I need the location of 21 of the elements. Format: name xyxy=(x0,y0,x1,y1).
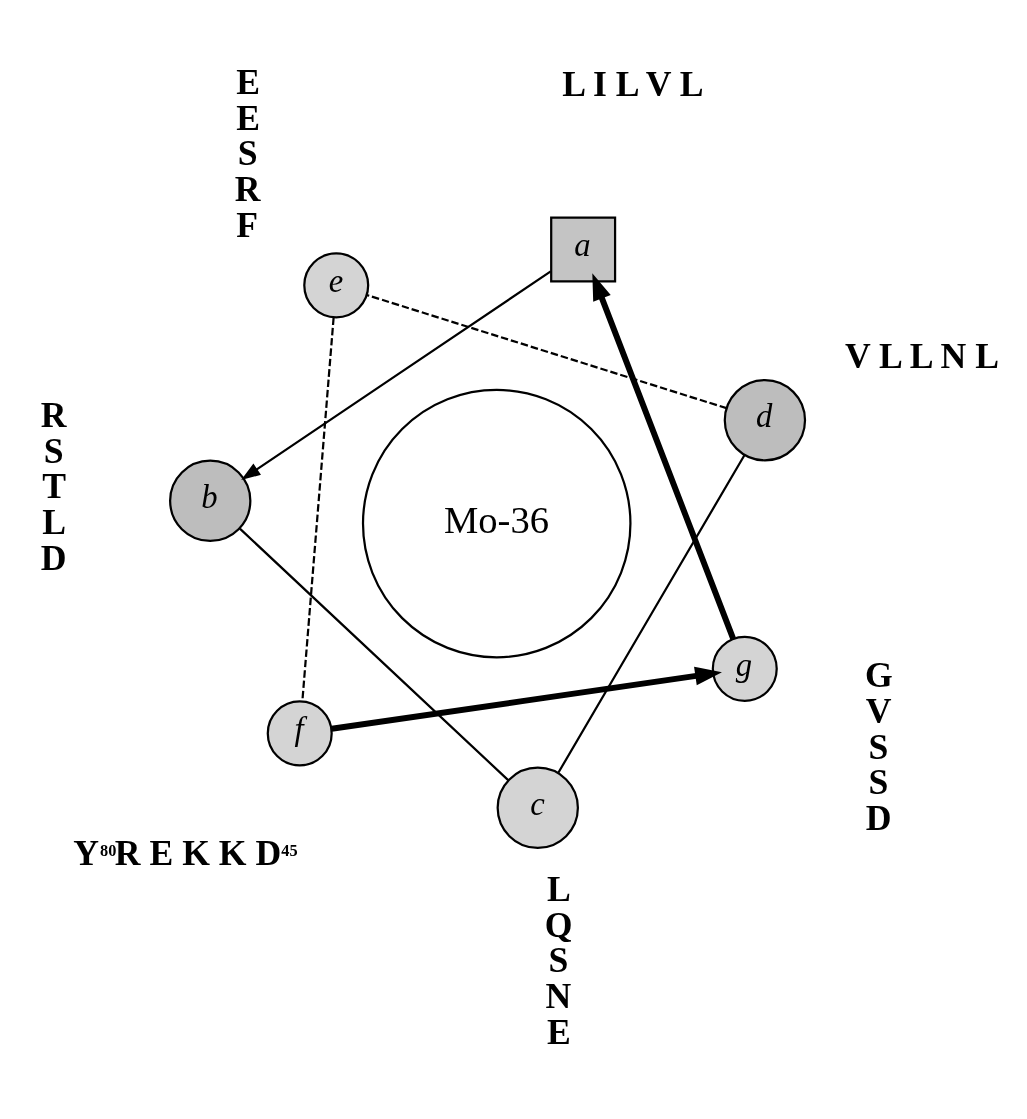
node-label: R S T L D xyxy=(40,394,67,578)
connector xyxy=(557,454,746,774)
arrow xyxy=(592,273,736,640)
node-circle: f xyxy=(266,700,333,767)
arrow xyxy=(331,666,722,732)
arrow xyxy=(241,270,552,480)
node-label: L Q S N E xyxy=(544,868,573,1052)
node-label: G V S S D xyxy=(864,655,893,838)
node-box: a xyxy=(550,216,617,283)
node-circle: Mo-36 xyxy=(361,388,632,659)
node-label: E E S R F xyxy=(234,61,261,245)
node-circle: g xyxy=(711,635,778,702)
node-circle: c xyxy=(496,766,579,850)
node-label: L I L V L xyxy=(562,63,704,104)
connector xyxy=(239,527,510,782)
node-label: Y$^{80}$R E K K D$^{45}$ xyxy=(73,833,298,874)
node-circle: e xyxy=(303,252,370,319)
node-circle: d xyxy=(723,379,807,462)
node-circle: b xyxy=(169,459,252,543)
node-label: V L L N L xyxy=(845,335,999,376)
connector xyxy=(366,294,727,410)
